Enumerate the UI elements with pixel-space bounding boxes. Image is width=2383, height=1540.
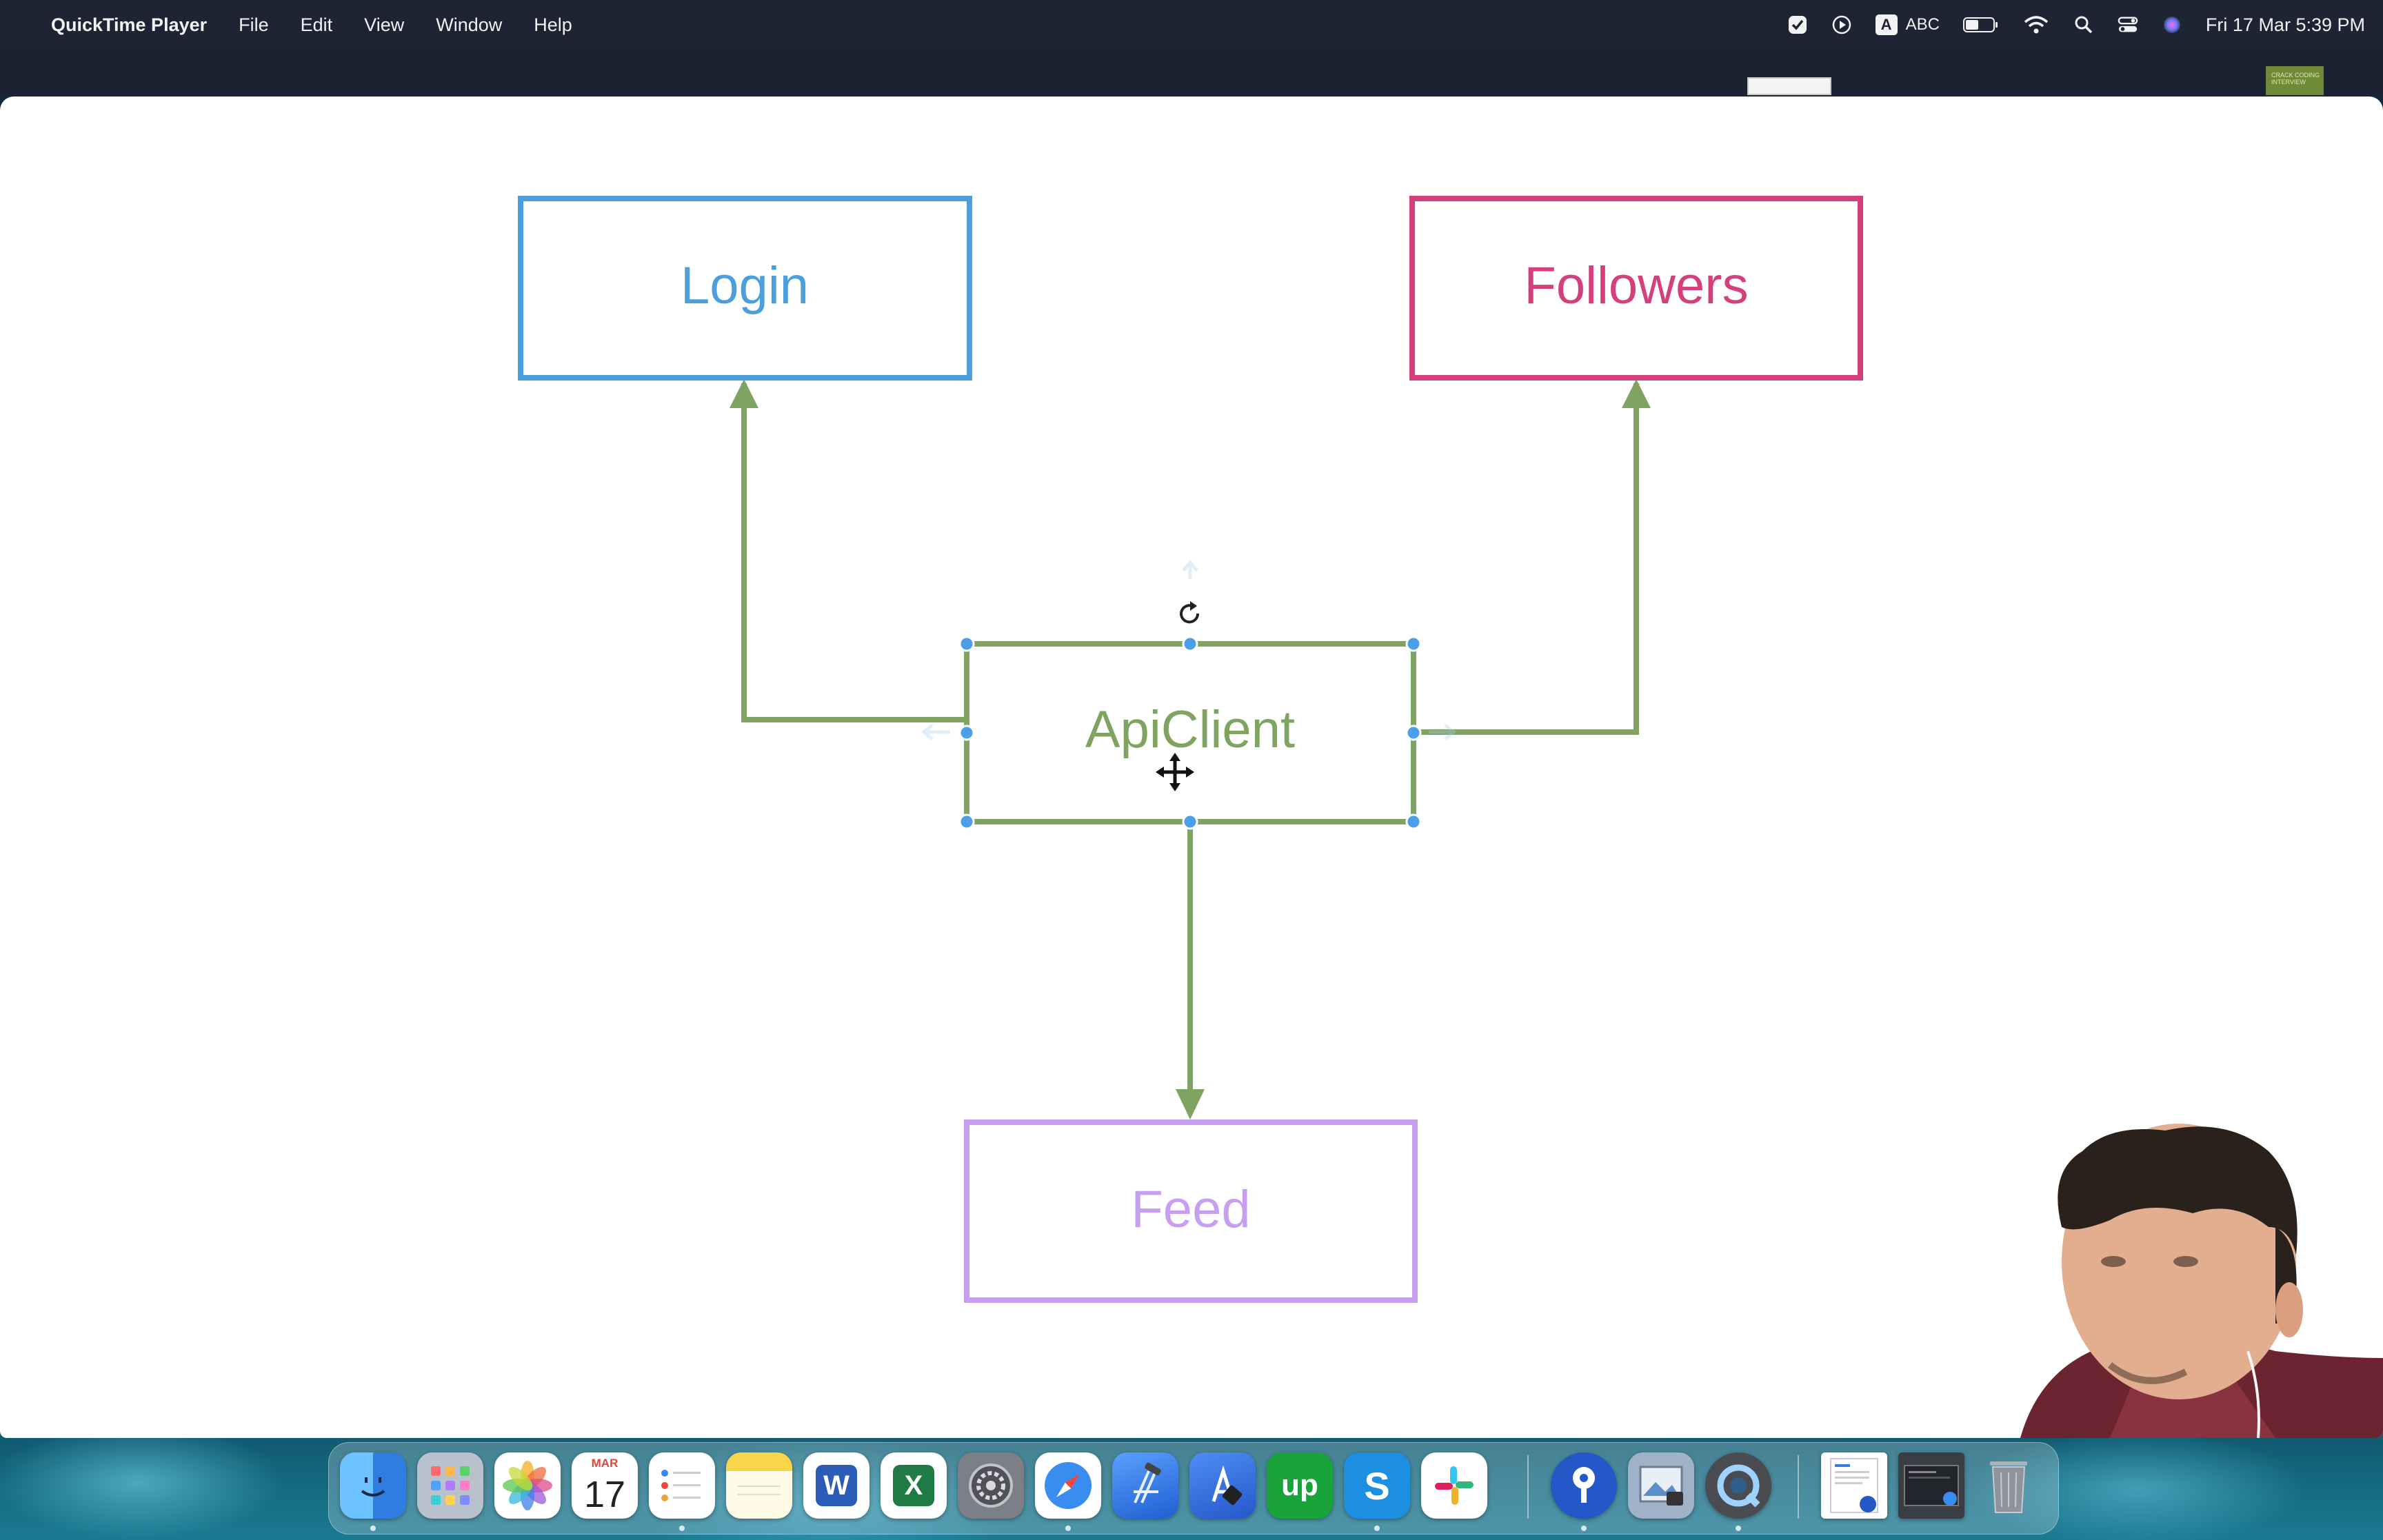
- calendar-day: 17: [583, 1474, 626, 1515]
- arrow-apiclient-to-followers: [1414, 379, 1651, 735]
- control-center-icon[interactable]: [2118, 14, 2138, 35]
- apiclient-node[interactable]: ApiClient: [964, 641, 1416, 824]
- dock-quicktime-icon[interactable]: [1705, 1452, 1771, 1519]
- dock: MAR 17 W X up S: [328, 1442, 2059, 1534]
- rotate-handle-icon[interactable]: [1178, 601, 1200, 625]
- dock-settings-icon[interactable]: [958, 1452, 1024, 1519]
- video-thumbnail-text: CRACK CODING INTERVIEW: [2271, 72, 2320, 85]
- resize-handle-top-left: [958, 636, 975, 652]
- menu-view[interactable]: View: [364, 14, 405, 35]
- menu-edit[interactable]: Edit: [300, 14, 333, 35]
- login-node[interactable]: Login: [518, 196, 972, 381]
- menu-bar: QuickTime Player File Edit View Window H…: [0, 0, 2383, 50]
- dock-instruments-icon[interactable]: [1189, 1452, 1256, 1519]
- resize-handle-bottom-left: [958, 813, 975, 830]
- checkmark-status-icon[interactable]: [1787, 14, 1808, 35]
- feed-label: Feed: [1131, 1180, 1250, 1239]
- running-indicator: [1736, 1526, 1741, 1531]
- dock-photos-icon[interactable]: [494, 1452, 561, 1519]
- spotlight-search-icon[interactable]: [2073, 14, 2094, 35]
- followers-node[interactable]: Followers: [1409, 196, 1863, 381]
- dock-launchpad-icon[interactable]: [417, 1452, 483, 1519]
- resize-handle-right: [1405, 725, 1422, 741]
- dock-safari-icon[interactable]: [1035, 1452, 1101, 1519]
- apiclient-label: ApiClient: [1085, 700, 1295, 759]
- running-indicator: [370, 1526, 376, 1531]
- running-indicator: [1374, 1526, 1380, 1531]
- battery-icon[interactable]: [1962, 14, 1999, 35]
- resize-handle-bottom-right: [1405, 813, 1422, 830]
- dock-calendar-icon[interactable]: MAR 17: [572, 1452, 638, 1519]
- move-cursor-icon: [1156, 753, 1194, 791]
- arrow-apiclient-to-feed: [1176, 822, 1205, 1119]
- dock-window-icon[interactable]: [1898, 1452, 1964, 1519]
- dock-upwork-icon[interactable]: up: [1267, 1452, 1333, 1519]
- dock-xcode-icon[interactable]: [1112, 1452, 1178, 1519]
- excel-letter: X: [893, 1465, 934, 1506]
- dock-excel-icon[interactable]: X: [881, 1452, 947, 1519]
- play-status-icon[interactable]: [1831, 14, 1852, 35]
- selection-handles[interactable]: [958, 636, 1422, 830]
- menu-window[interactable]: Window: [436, 14, 503, 35]
- dock-reminders-icon[interactable]: [649, 1452, 715, 1519]
- input-source-badge: A: [1875, 14, 1898, 35]
- dock-preview-icon[interactable]: [1628, 1452, 1694, 1519]
- siri-icon[interactable]: [2162, 14, 2182, 35]
- dock-separator: [1798, 1455, 1799, 1519]
- dock-notes-icon[interactable]: [726, 1452, 792, 1519]
- dock-trash-icon[interactable]: [1975, 1452, 2042, 1519]
- webcam-overlay: [2020, 1124, 2383, 1438]
- window-thumbnail[interactable]: [1747, 77, 1831, 95]
- wifi-icon[interactable]: [2022, 14, 2050, 35]
- connection-hint-arrows: [921, 560, 1456, 740]
- upwork-letters: up: [1281, 1468, 1318, 1502]
- arrow-apiclient-to-login: [730, 379, 965, 722]
- resize-handle-top: [1182, 636, 1198, 652]
- menu-help[interactable]: Help: [534, 14, 572, 35]
- running-indicator: [1581, 1526, 1587, 1531]
- dock-slack-icon[interactable]: [1421, 1452, 1487, 1519]
- desktop-strip: CRACK CODING INTERVIEW: [0, 50, 2383, 97]
- calendar-month: MAR: [591, 1457, 619, 1470]
- resize-handle-left: [958, 725, 975, 741]
- video-thumbnail[interactable]: CRACK CODING INTERVIEW: [2266, 66, 2324, 95]
- dock-skype-icon[interactable]: S: [1344, 1452, 1410, 1519]
- app-menu[interactable]: QuickTime Player: [51, 14, 208, 35]
- login-label: Login: [681, 256, 809, 315]
- dock-word-icon[interactable]: W: [803, 1452, 869, 1519]
- resize-handle-bottom: [1182, 813, 1198, 830]
- menu-file[interactable]: File: [239, 14, 269, 35]
- running-indicator: [679, 1526, 685, 1531]
- word-letter: W: [816, 1465, 857, 1506]
- input-source-menu[interactable]: A ABC: [1875, 14, 1940, 35]
- menubar-clock[interactable]: Fri 17 Mar 5:39 PM: [2205, 14, 2365, 35]
- dock-sourcetree-icon[interactable]: [1551, 1452, 1617, 1519]
- diagram-canvas: Login Followers ApiClient: [518, 196, 2383, 1438]
- input-source-label: ABC: [1905, 15, 1940, 34]
- resize-handle-top-right: [1405, 636, 1422, 652]
- followers-label: Followers: [1524, 256, 1748, 315]
- dock-separator: [1527, 1455, 1529, 1519]
- dock-finder-icon[interactable]: [340, 1452, 406, 1519]
- running-indicator: [1065, 1526, 1071, 1531]
- feed-node[interactable]: Feed: [964, 1119, 1418, 1303]
- dock-document-icon[interactable]: [1821, 1452, 1887, 1519]
- skype-letter: S: [1364, 1463, 1390, 1508]
- quicktime-window: Login Followers ApiClient: [0, 97, 2383, 1438]
